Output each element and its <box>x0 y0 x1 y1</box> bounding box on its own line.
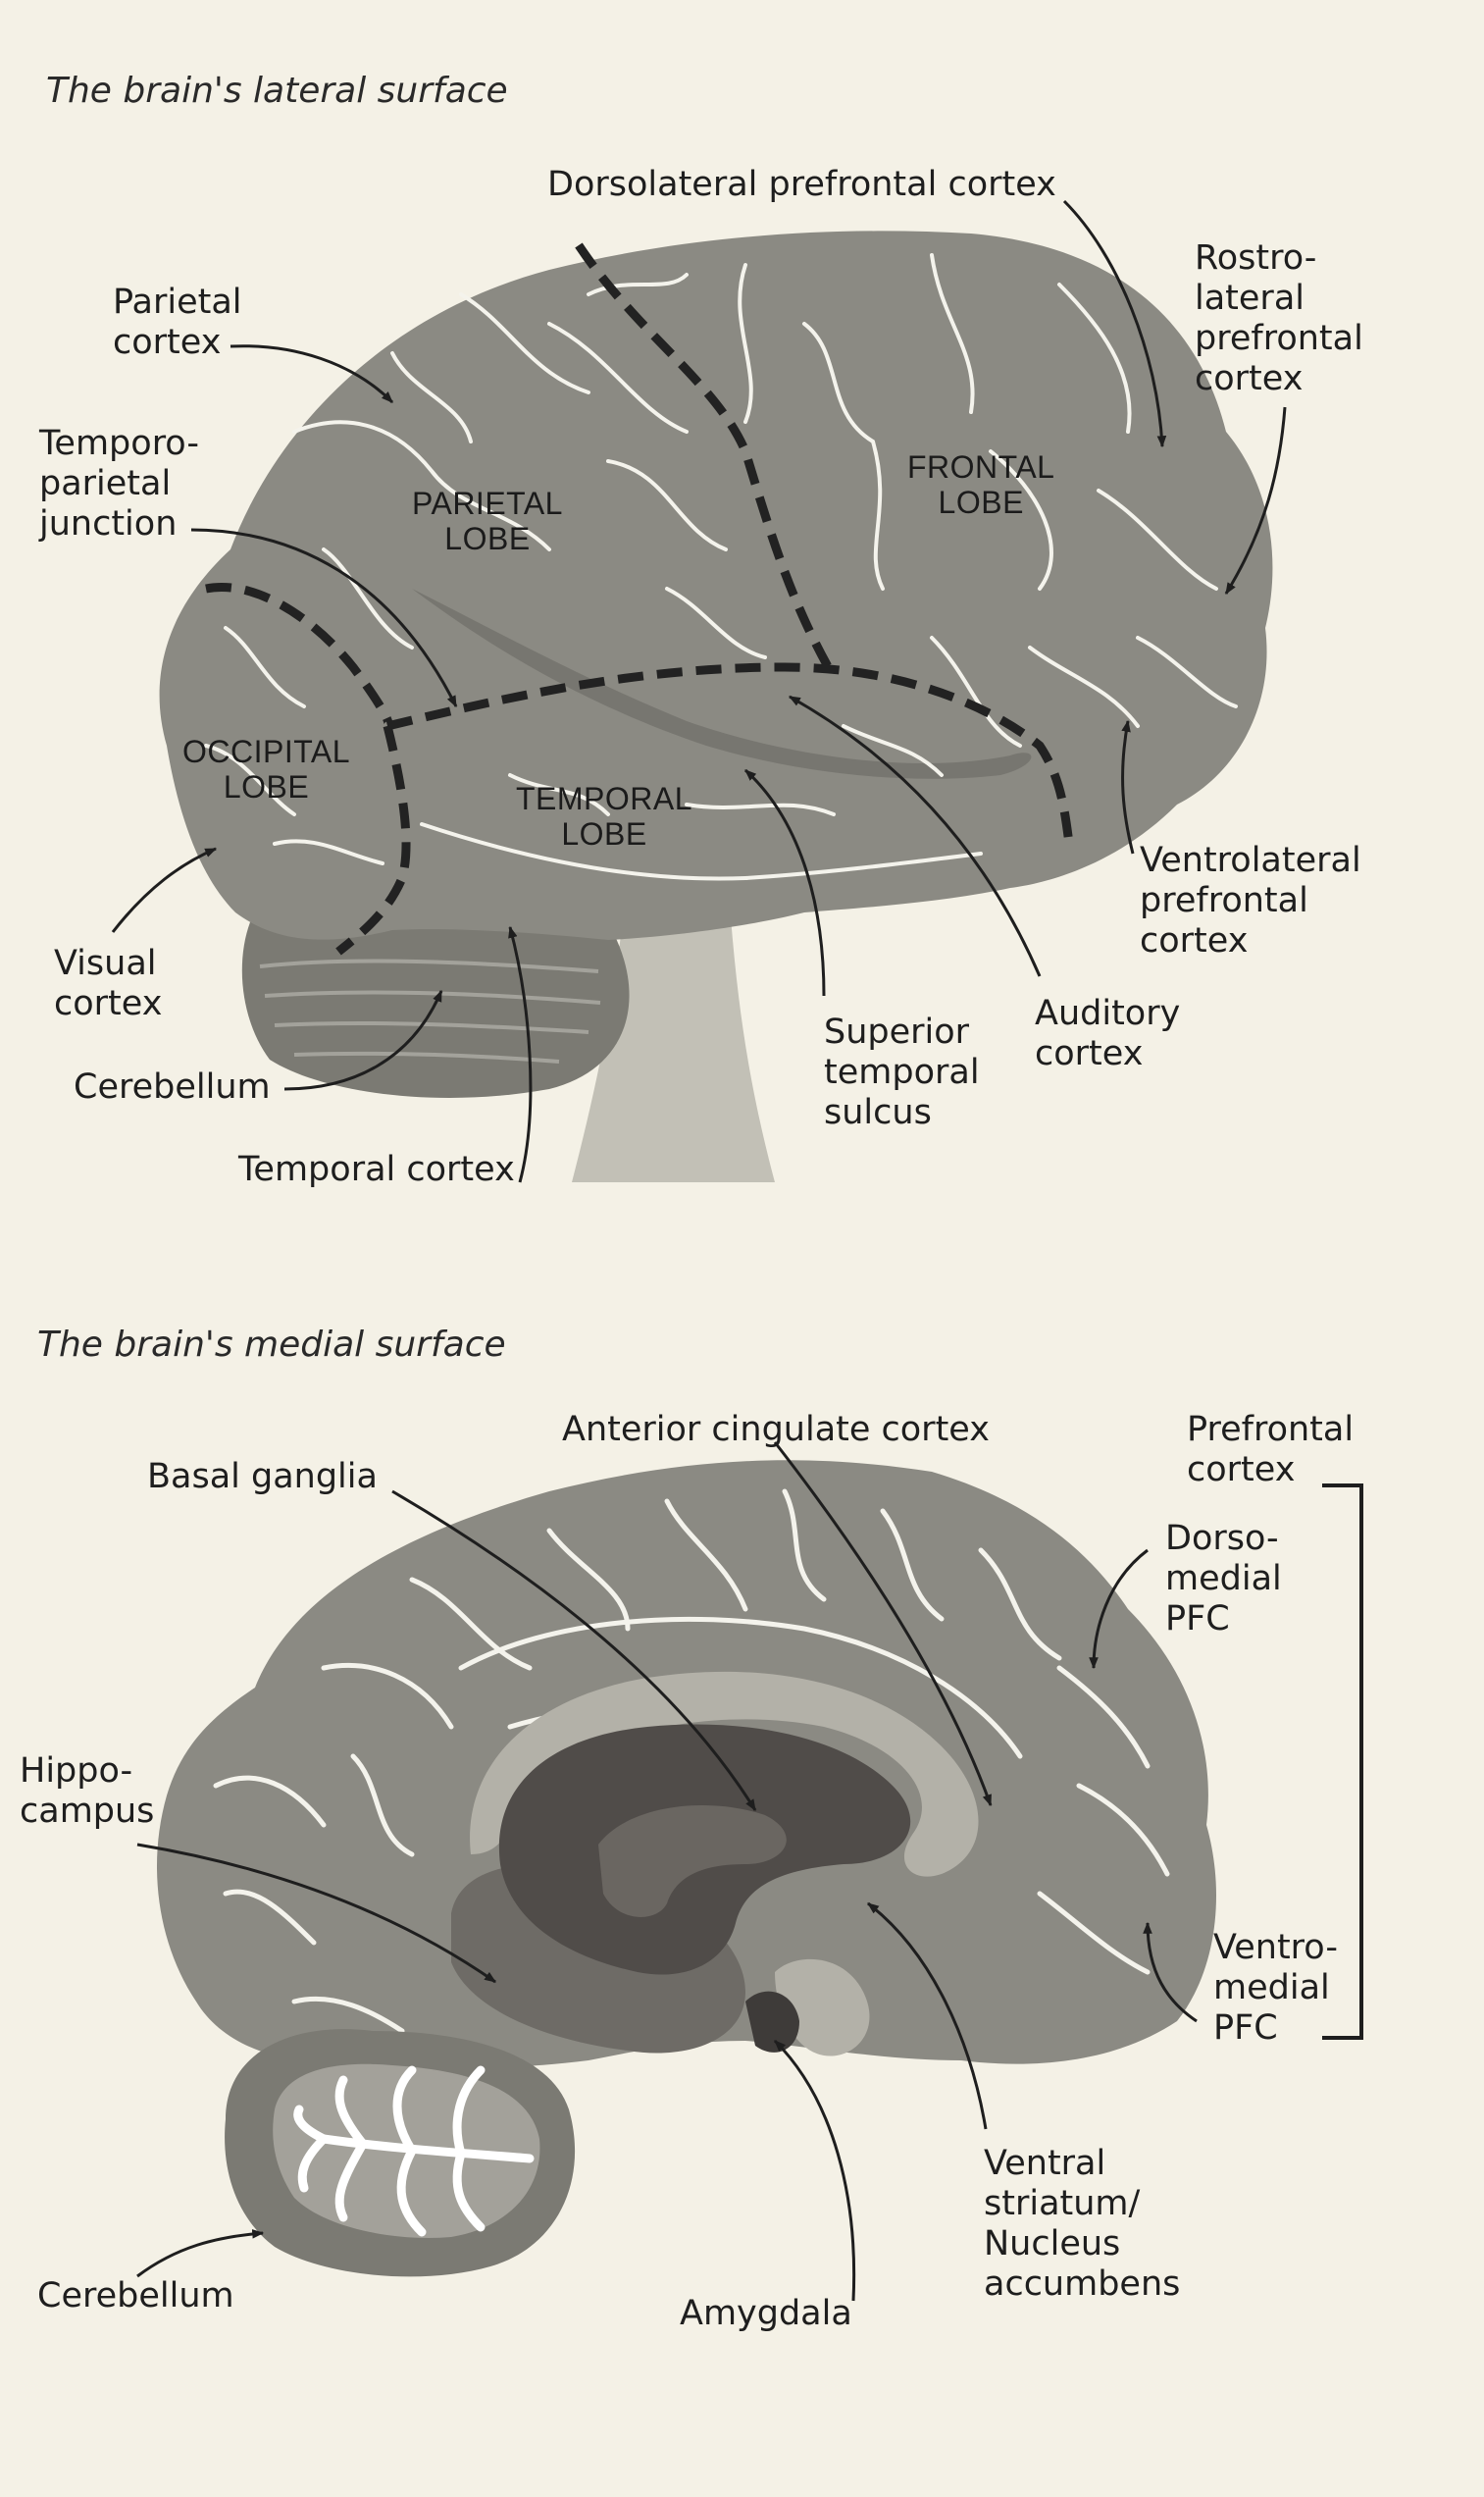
arbor-vitae <box>293 2065 535 2237</box>
ventral-striatum-patch <box>775 1958 870 2056</box>
label-amygdala: Amygdala <box>680 2294 852 2333</box>
label-dorsolateral-prefrontal-cortex: Dorsolateral prefrontal cortex <box>547 165 1056 204</box>
medial-section-title: The brain's medial surface <box>37 1325 506 1365</box>
lateral-section-title: The brain's lateral surface <box>46 71 508 111</box>
label-prefrontal-cortex: Prefrontal cortex <box>1187 1410 1355 1489</box>
label-anterior-cingulate-cortex: Anterior cingulate cortex <box>562 1410 990 1449</box>
occipital-lobe-label: OCCIPITAL LOBE <box>182 734 351 805</box>
lateral-leaders <box>111 199 1287 1183</box>
label-medial-cerebellum: Cerebellum <box>37 2276 234 2315</box>
label-ventral-striatum-nucleus-accumbens: Ventral striatum/ Nucleus accumbens <box>984 2144 1181 2304</box>
lateral-sulci <box>204 253 1238 881</box>
corpus-callosum <box>470 1671 979 1877</box>
label-ventromedial-pfc: Ventro- medial PFC <box>1213 1928 1338 2048</box>
label-superior-temporal-sulcus: Superior temporal sulcus <box>824 1013 980 1132</box>
label-lateral-cerebellum: Cerebellum <box>74 1067 271 1107</box>
medial-brain <box>136 1441 1363 2302</box>
label-temporal-cortex: Temporal cortex <box>238 1150 515 1189</box>
temporal-lobe-label: TEMPORAL LOBE <box>516 781 693 852</box>
frontal-lobe-label: FRONTAL LOBE <box>907 449 1055 520</box>
parietal-lobe-label: PARIETAL LOBE <box>412 486 563 556</box>
label-basal-ganglia: Basal ganglia <box>147 1457 378 1496</box>
label-rostrolateral-prefrontal-cortex: Rostro- lateral prefrontal cortex <box>1195 238 1363 398</box>
label-visual-cortex: Visual cortex <box>54 944 163 1023</box>
label-auditory-cortex: Auditory cortex <box>1035 994 1181 1073</box>
lateral-brain <box>111 199 1287 1183</box>
prefrontal-bracket <box>1322 1483 1363 2040</box>
lobe-boundaries <box>205 242 1074 956</box>
label-ventrolateral-prefrontal-cortex: Ventrolateral prefrontal cortex <box>1140 841 1361 961</box>
label-hippocampus: Hippo- campus <box>20 1751 155 1831</box>
label-temporoparietal-junction: Temporo- parietal junction <box>39 424 200 544</box>
cerebellum-folia <box>259 959 601 1064</box>
label-parietal-cortex: Parietal cortex <box>113 283 242 362</box>
label-dorsomedial-pfc: Dorso- medial PFC <box>1165 1519 1282 1639</box>
medial-leaders <box>136 1441 1198 2302</box>
